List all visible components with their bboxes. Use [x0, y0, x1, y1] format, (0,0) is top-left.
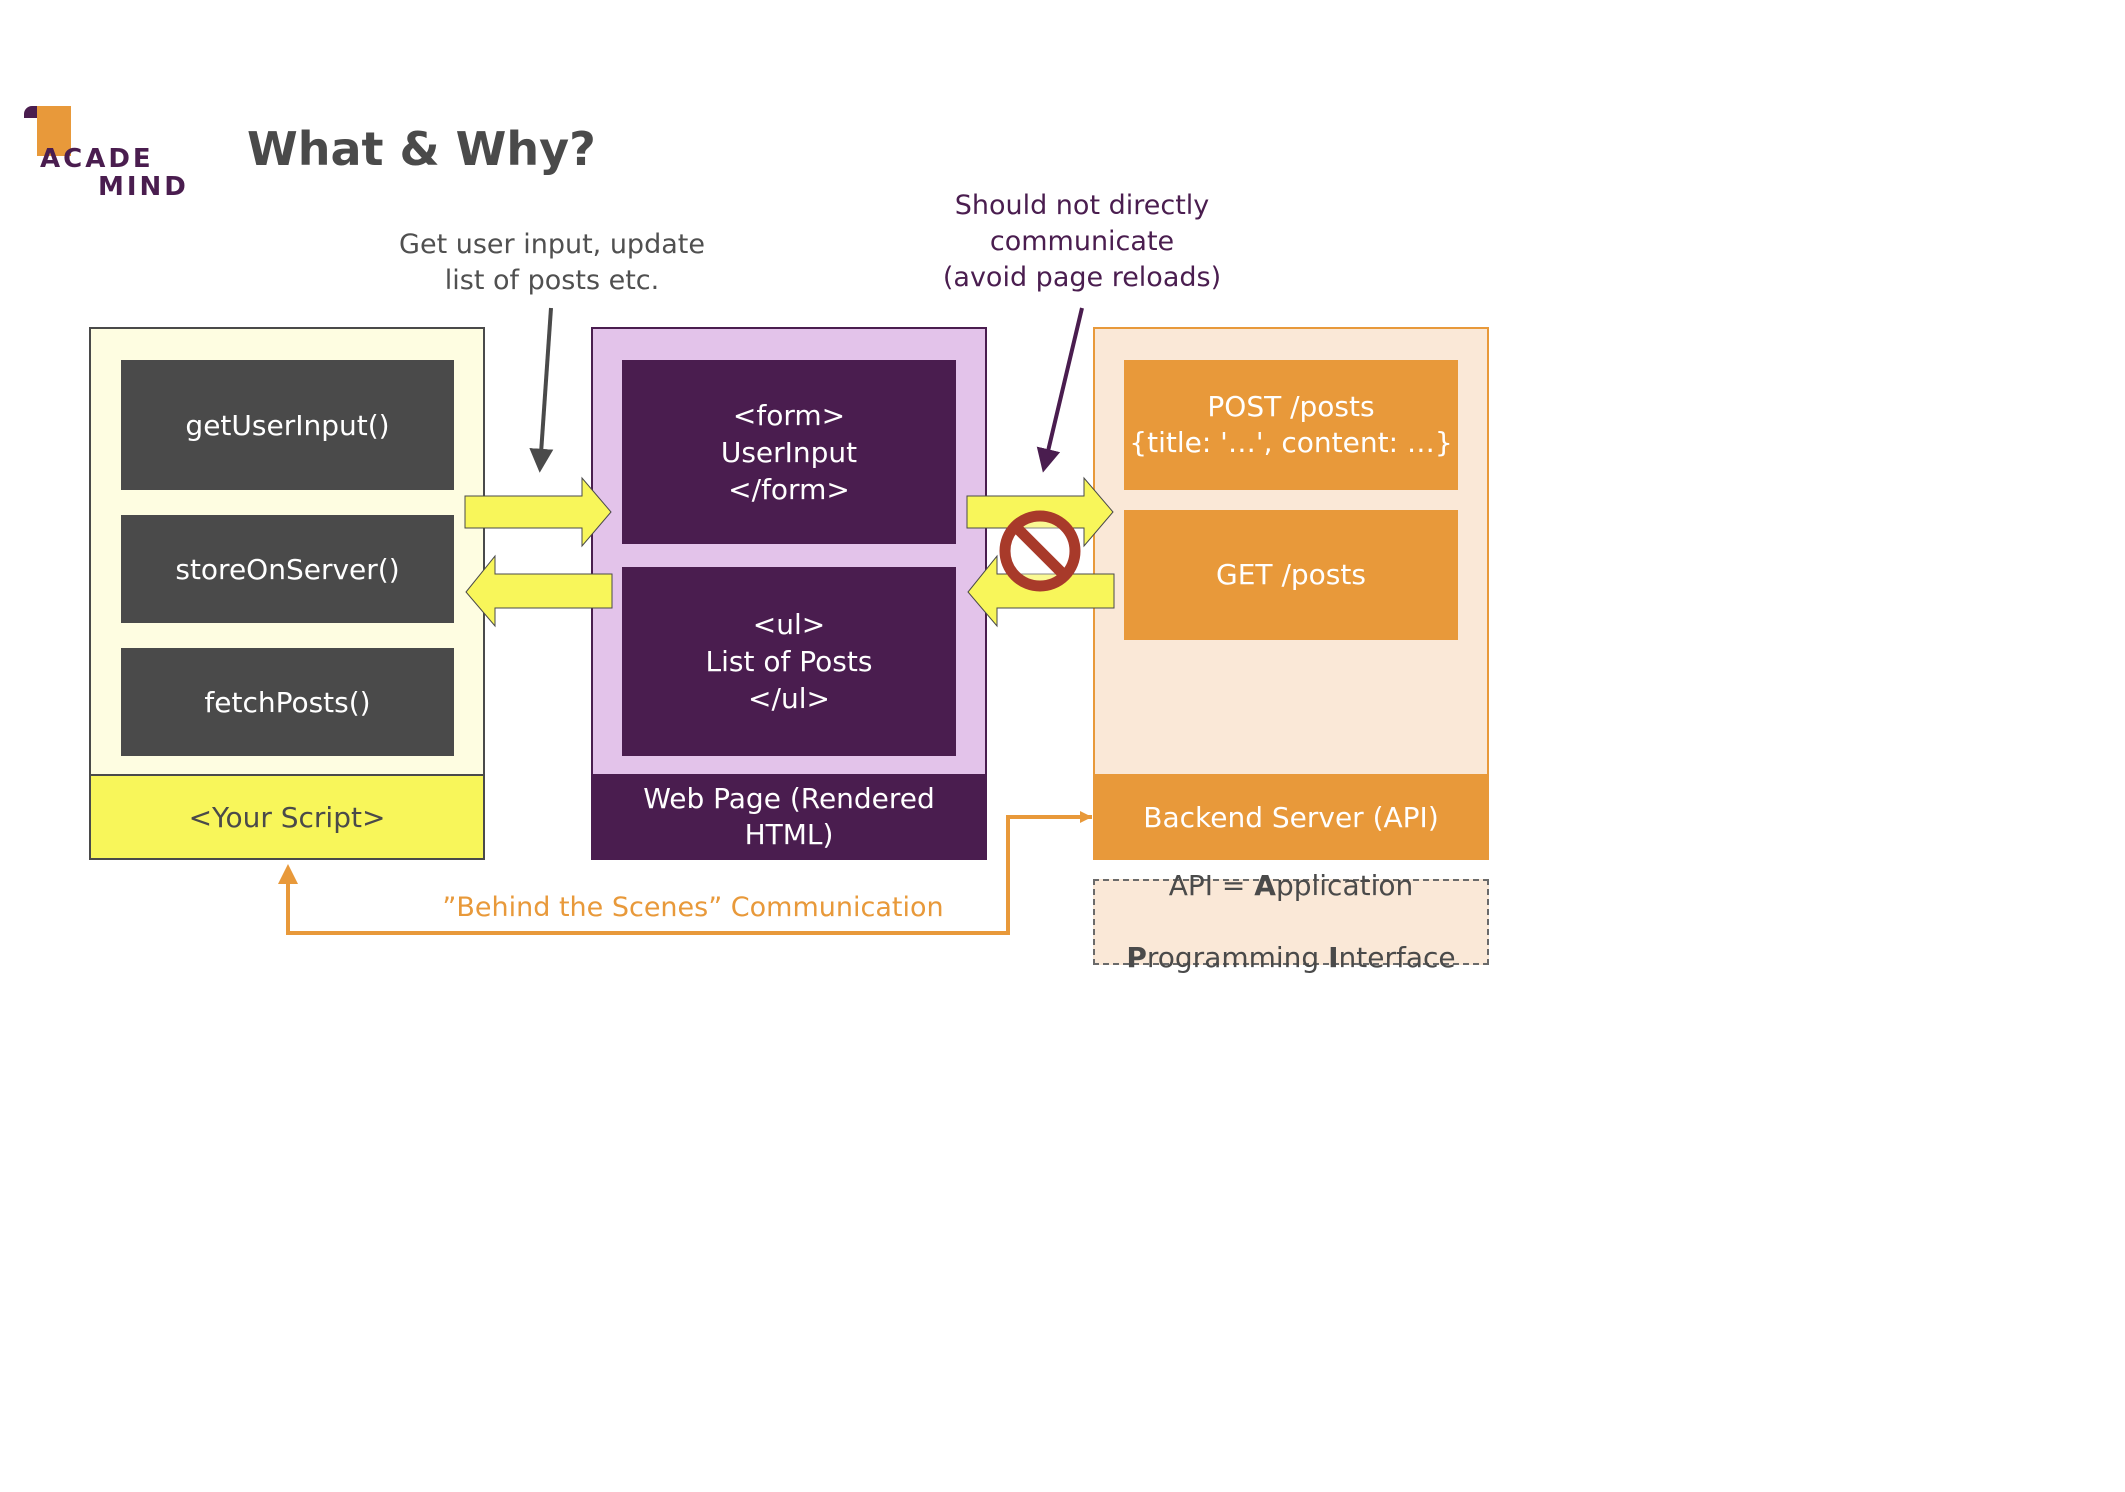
- user-input-note: Get user input, update list of posts etc…: [399, 229, 705, 296]
- no-direct-pointer-arrow: [1036, 307, 1084, 473]
- behind-scenes-connector: [278, 815, 1092, 935]
- logo-text-line2: MIND: [98, 172, 189, 202]
- logo-text-line1: ACADE: [40, 144, 154, 174]
- api-definition-line2: Programming Interface: [1126, 941, 1456, 974]
- api-definition-line1: API = Application: [1168, 869, 1414, 902]
- function-store-on-server: storeOnServer(): [121, 515, 454, 623]
- behind-scenes-arrowhead-right: [1080, 811, 1092, 823]
- form-box: <form> UserInput </form>: [622, 360, 956, 544]
- post-endpoint-box: POST /posts {title: '…', content: …}: [1124, 360, 1458, 490]
- posts-list-box: <ul> List of Posts </ul>: [622, 567, 956, 756]
- function-get-user-input: getUserInput(): [121, 360, 454, 490]
- logo-ribbon: [37, 106, 71, 156]
- function-fetch-posts: fetchPosts(): [121, 648, 454, 756]
- script-to-page-arrow: [464, 476, 612, 548]
- api-definition-box: API = Application Programming Interface: [1093, 869, 1489, 974]
- logo-curl: [24, 106, 40, 118]
- get-endpoint-box: GET /posts: [1124, 510, 1458, 640]
- user-input-pointer-arrow: [529, 307, 554, 473]
- prohibited-icon: [999, 510, 1081, 592]
- backend-footer: Backend Server (API): [1093, 774, 1489, 860]
- script-footer: <Your Script>: [89, 774, 485, 860]
- page-title: What & Why?: [247, 122, 596, 176]
- connector-layer: [278, 307, 1115, 935]
- page-to-script-arrow: [465, 554, 613, 628]
- behind-scenes-label: ”Behind the Scenes” Communication: [442, 892, 944, 923]
- web-page-footer: Web Page (Rendered HTML): [591, 774, 987, 860]
- no-direct-communication-note: Should not directly communicate (avoid p…: [942, 190, 1222, 293]
